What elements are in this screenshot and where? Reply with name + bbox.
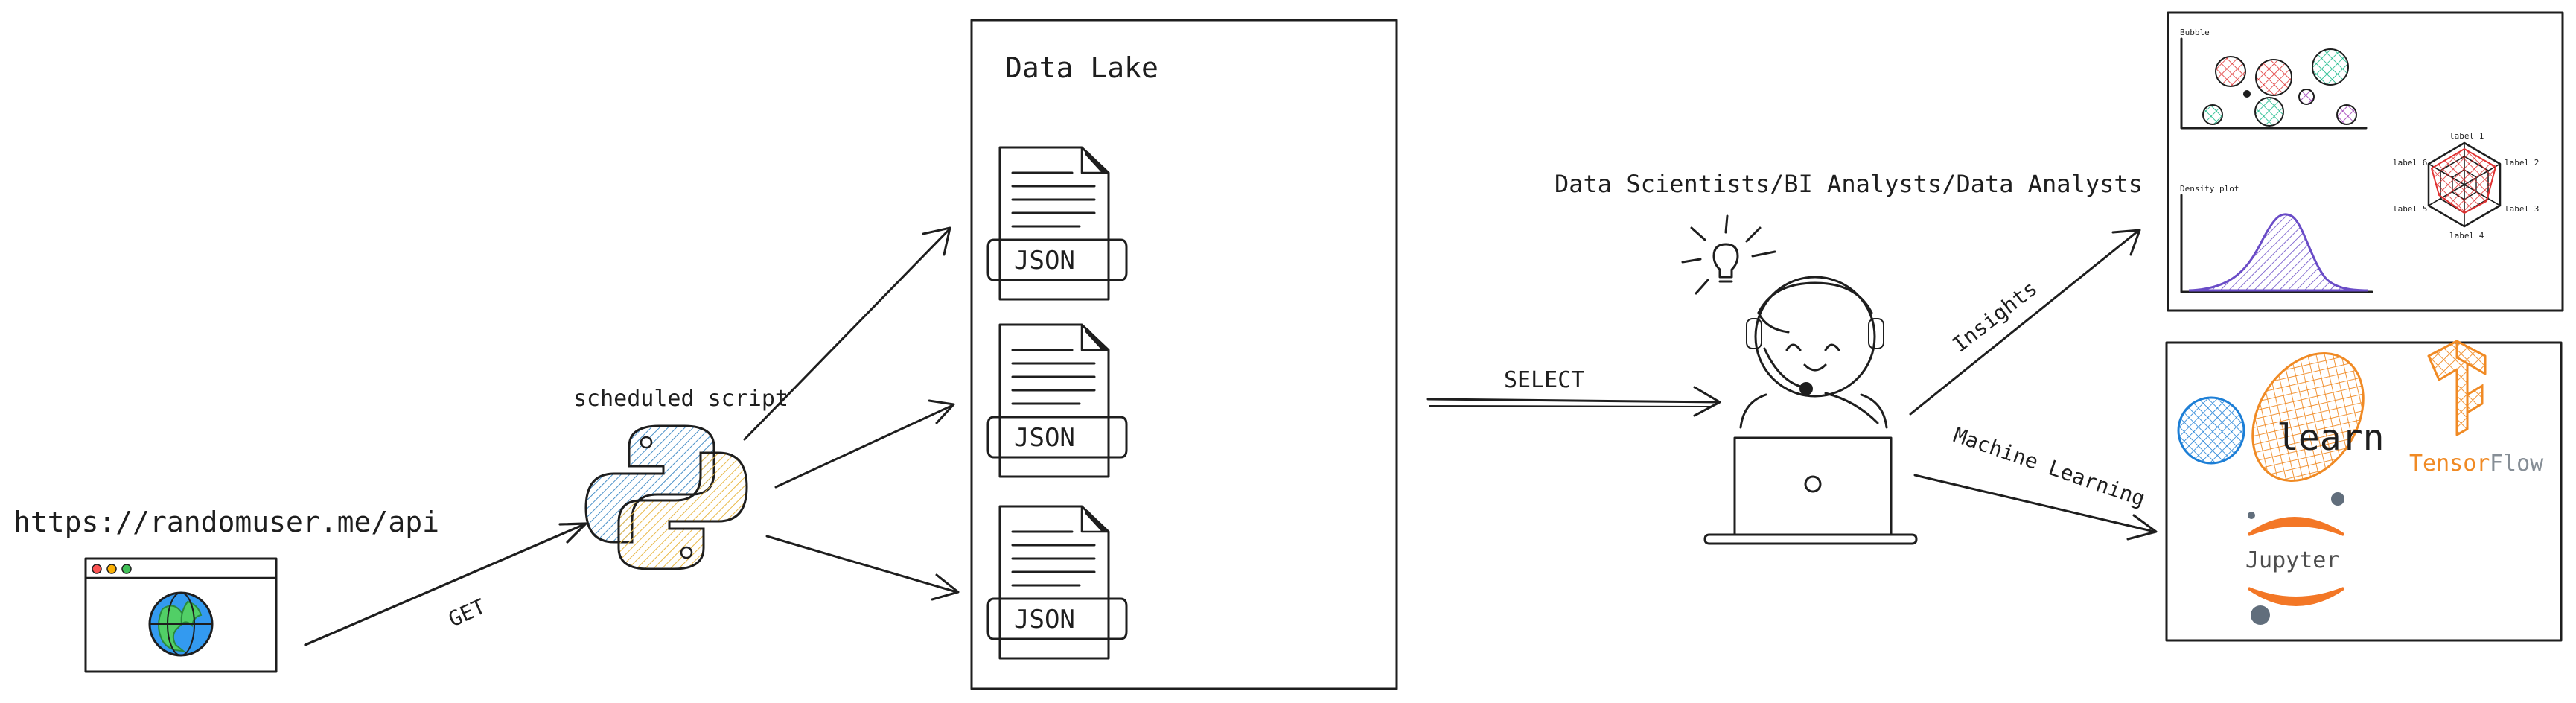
insights-arrow bbox=[1909, 229, 2141, 416]
lightbulb-icon bbox=[1681, 214, 1776, 295]
analyst-at-laptop-icon bbox=[1681, 214, 1918, 545]
bubble bbox=[2215, 56, 2246, 87]
insights-panel: Bubble Density plot label 1 label 2 labe… bbox=[2167, 11, 2564, 312]
bubble bbox=[2336, 104, 2357, 125]
consumers-label: Data Scientists/BI Analysts/Data Analyst… bbox=[1555, 170, 2143, 198]
ml-panel: learn Tensor Flow Jupyter bbox=[2165, 340, 2563, 642]
source-url: https://randomuser.me/api bbox=[13, 506, 439, 538]
jupyter-text: Jupyter bbox=[2245, 547, 2339, 573]
script-label: scheduled script bbox=[573, 386, 788, 412]
bubble-chart-title: Bubble bbox=[2180, 28, 2210, 37]
bubble bbox=[2202, 104, 2223, 125]
radar-label: label 6 bbox=[2393, 158, 2427, 168]
file-icon bbox=[998, 505, 1110, 660]
select-label: SELECT bbox=[1504, 367, 1584, 393]
arrow-to-file-3 bbox=[765, 535, 960, 601]
density-curve bbox=[2188, 213, 2368, 292]
json-file-label: JSON bbox=[1014, 246, 1075, 276]
tensorflow-logo: Tensor Flow bbox=[2409, 340, 2544, 477]
data-lake-container bbox=[970, 19, 1398, 690]
ml-arrow bbox=[1913, 474, 2158, 541]
bubble bbox=[2255, 59, 2292, 96]
radar-label: label 4 bbox=[2449, 231, 2484, 241]
json-file: JSON bbox=[986, 323, 1128, 478]
json-file: JSON bbox=[986, 505, 1128, 660]
json-file: JSON bbox=[986, 146, 1128, 301]
sklearn-text: learn bbox=[2277, 417, 2385, 459]
browser-window bbox=[84, 557, 278, 673]
radar-label: label 2 bbox=[2505, 158, 2539, 168]
get-arrow bbox=[304, 522, 587, 646]
jupyter-logo: Jupyter bbox=[2245, 492, 2345, 625]
radar-area bbox=[2430, 147, 2497, 214]
json-file-label: JSON bbox=[1014, 423, 1075, 453]
radar-label: label 5 bbox=[2393, 204, 2427, 214]
bubble bbox=[2312, 48, 2349, 86]
bubble bbox=[2298, 89, 2315, 105]
data-lake-title: Data Lake bbox=[1005, 51, 1158, 84]
tensorflow-text-2: Flow bbox=[2490, 451, 2544, 477]
file-icon bbox=[998, 323, 1110, 478]
radar-label: label 1 bbox=[2449, 131, 2484, 141]
json-file-label: JSON bbox=[1014, 605, 1075, 634]
python-icon bbox=[584, 424, 748, 570]
radar-chart: label 1 label 2 label 3 label 4 label 5 … bbox=[2393, 131, 2539, 241]
arrow-to-file-1 bbox=[743, 226, 951, 441]
select-arrow bbox=[1426, 386, 1721, 417]
ml-label: Machine Learning bbox=[1951, 422, 2149, 511]
bubble bbox=[2254, 97, 2284, 127]
globe-icon bbox=[148, 591, 214, 657]
get-label: GET bbox=[444, 594, 489, 632]
radar-label: label 3 bbox=[2505, 204, 2539, 214]
density-plot-title: Density plot bbox=[2180, 184, 2239, 194]
tensorflow-text-1: Tensor bbox=[2409, 451, 2490, 477]
scikit-learn-logo: learn bbox=[2177, 352, 2385, 483]
file-icon bbox=[998, 146, 1110, 301]
arrow-to-file-2 bbox=[774, 399, 955, 489]
